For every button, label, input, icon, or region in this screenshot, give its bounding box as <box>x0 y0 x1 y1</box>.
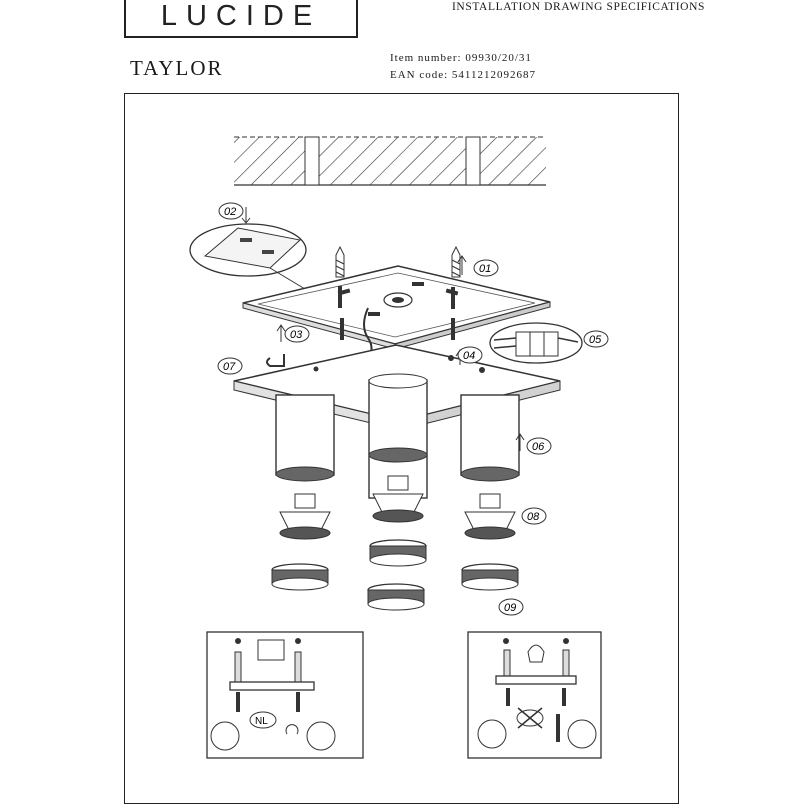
svg-text:05: 05 <box>589 334 602 346</box>
retaining-rings <box>271 539 519 611</box>
svg-text:09: 09 <box>504 602 516 614</box>
brand-logo-text: LUCIDE <box>160 0 322 32</box>
svg-text:04: 04 <box>463 350 475 362</box>
brand-logo: LUCIDE <box>124 0 358 38</box>
document-title: INSTALLATION DRAWING SPECIFICATIONS <box>452 1 705 13</box>
callout-08: 08 <box>521 507 547 525</box>
callout-03: 03 <box>284 325 310 343</box>
callout-numbers: 01 02 03 04 05 06 07 08 09 <box>217 202 609 616</box>
inset-left: NL <box>206 631 364 759</box>
svg-text:07: 07 <box>223 361 236 373</box>
callout-09: 09 <box>498 598 524 616</box>
callout-07: 07 <box>217 357 243 375</box>
callout-04: 04 <box>457 346 483 364</box>
svg-text:06: 06 <box>532 441 545 453</box>
callout-06: 06 <box>526 437 552 455</box>
mounting-plate <box>242 265 551 350</box>
ean-code: EAN code: 5411212092687 <box>390 69 537 81</box>
bracket-detail-inset <box>189 223 311 293</box>
screws <box>335 245 461 340</box>
callout-02: 02 <box>218 202 244 220</box>
callout-05: 05 <box>583 330 609 348</box>
bulb-left <box>279 493 331 540</box>
svg-text:08: 08 <box>527 511 540 523</box>
inset-nl-label: NL <box>255 716 268 727</box>
spot-left <box>275 394 335 482</box>
item-number: Item number: 09930/20/31 <box>390 52 532 64</box>
svg-text:03: 03 <box>290 329 303 341</box>
set-screw <box>448 355 485 373</box>
bulb-center <box>372 475 424 523</box>
product-name: TAYLOR <box>130 56 224 80</box>
svg-text:02: 02 <box>224 206 236 218</box>
inset-right <box>467 631 602 759</box>
allen-key <box>266 354 319 372</box>
spot-right <box>460 394 520 482</box>
connector-inset <box>489 322 583 364</box>
callout-01: 01 <box>473 259 499 277</box>
ceiling-hatch <box>234 136 546 186</box>
bulb-right <box>464 493 516 540</box>
svg-text:01: 01 <box>479 263 491 275</box>
